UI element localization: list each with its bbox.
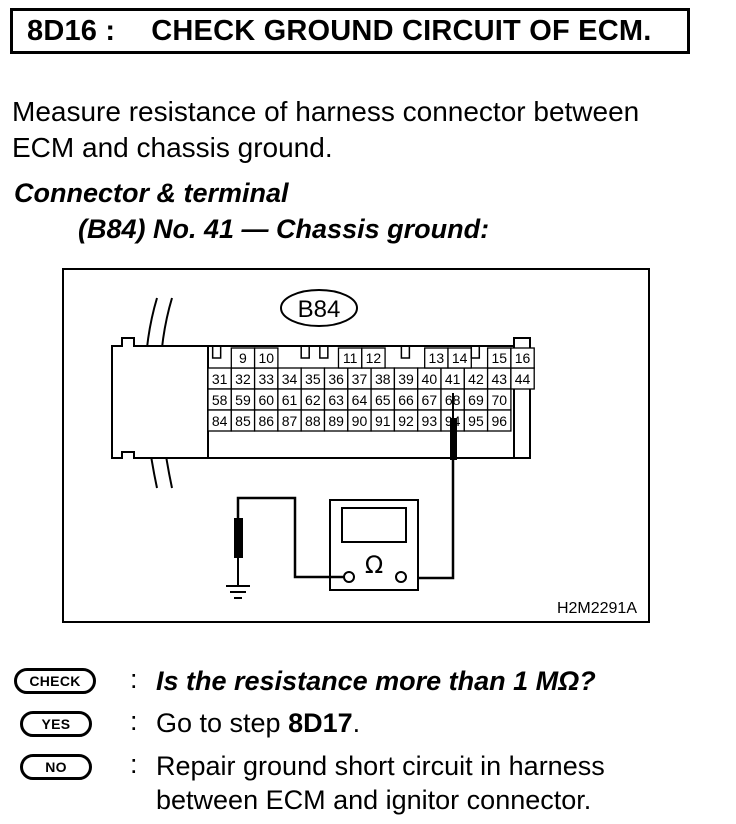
pin-61: 61 — [282, 392, 298, 408]
pin-87: 87 — [282, 413, 298, 429]
ohmmeter-display — [341, 507, 407, 543]
pin-92: 92 — [398, 413, 414, 429]
pin-42: 42 — [468, 371, 484, 387]
meter-terminal-right — [395, 571, 407, 583]
wiring-diagram: B84 31 32 33 34 35 36 37 38 39 40 41 42 43 44 58 59 60 61… — [62, 268, 650, 623]
pin-84: 84 — [212, 413, 228, 429]
pin-88: 88 — [305, 413, 321, 429]
no-line-2: between ECM and ignitor connector. — [156, 785, 592, 815]
check-question: Is the resistance more than 1 MΩ? — [156, 666, 596, 696]
pin-91: 91 — [375, 413, 391, 429]
pin-59: 59 — [235, 392, 251, 408]
pin-64: 64 — [352, 392, 368, 408]
pin-96-cell — [486, 409, 512, 432]
pin-16-cell — [510, 347, 535, 369]
pin-37: 37 — [352, 371, 368, 387]
pin-86: 86 — [258, 413, 274, 429]
connector-detail: (B84) No. 41 — Chassis ground: — [78, 214, 490, 244]
pin-38: 38 — [375, 371, 391, 387]
pin-12-cell — [361, 347, 386, 369]
pin-36: 36 — [328, 371, 344, 387]
connector-heading: Connector & terminal — [14, 178, 289, 208]
pin-62: 62 — [305, 392, 321, 408]
pin-93: 93 — [422, 413, 438, 429]
pin-90: 90 — [352, 413, 368, 429]
pin-85: 85 — [235, 413, 251, 429]
pin-34: 34 — [282, 371, 298, 387]
pin-96: 96 — [491, 413, 507, 429]
step-header: 8D16 : CHECK GROUND CIRCUIT OF ECM. — [10, 8, 690, 54]
pin-67: 67 — [422, 392, 438, 408]
pin-40: 40 — [422, 371, 438, 387]
pin-60: 60 — [258, 392, 274, 408]
lead-ground — [236, 496, 344, 579]
no-colon: : — [130, 749, 138, 779]
pin-95: 95 — [468, 413, 484, 429]
yes-badge: YES — [20, 711, 92, 737]
pin-9: 9 — [239, 350, 247, 366]
instruction-line-1: Measure resistance of harness connector … — [12, 96, 640, 127]
pin-66: 66 — [398, 392, 414, 408]
connector-notch — [319, 346, 329, 359]
pin-69: 69 — [468, 392, 484, 408]
connector-notch — [211, 346, 222, 359]
connector-label-ellipse — [280, 289, 358, 327]
connector-shell — [111, 337, 209, 459]
pin-70: 70 — [491, 392, 507, 408]
check-colon: : — [130, 664, 138, 694]
pin-15: 15 — [491, 350, 507, 366]
figure-code: H2M2291A — [557, 600, 637, 617]
check-badge: CHECK — [14, 668, 96, 694]
check-row: CHECK — [14, 668, 96, 694]
pin-63: 63 — [328, 392, 344, 408]
pin-grid: 31 32 33 34 35 36 37 38 39 40 41 42 43 44 58 59 60 61 62 63… — [207, 346, 535, 432]
ground-probe — [234, 518, 243, 558]
yes-answer: Go to step 8D17. — [156, 706, 716, 740]
pin-43: 43 — [491, 371, 507, 387]
pin-35: 35 — [305, 371, 321, 387]
pin-16: 16 — [515, 350, 531, 366]
instruction-text: Measure resistance of harness connector … — [12, 94, 722, 166]
lead-red — [406, 460, 455, 580]
yes-suffix: . — [352, 708, 361, 738]
pin-39: 39 — [398, 371, 414, 387]
ohm-symbol: Ω — [365, 551, 383, 579]
connector-notch — [470, 346, 481, 359]
yes-colon: : — [130, 706, 138, 736]
no-badge: NO — [20, 754, 92, 780]
pin-11: 11 — [343, 350, 358, 366]
pin-44: 44 — [515, 371, 531, 387]
pin-12: 12 — [366, 350, 382, 366]
connector-notch — [400, 346, 411, 359]
pin-14: 14 — [452, 350, 468, 366]
no-row: NO — [20, 754, 92, 780]
pin-32: 32 — [235, 371, 251, 387]
yes-step-link[interactable]: 8D17 — [288, 708, 353, 738]
meter-terminal-left — [343, 571, 355, 583]
pin-58: 58 — [212, 392, 228, 408]
step-title: CHECK GROUND CIRCUIT OF ECM. — [151, 14, 652, 47]
pin-10-cell — [253, 347, 279, 369]
step-number: 8D16 : — [27, 14, 116, 47]
pin-33: 33 — [258, 371, 274, 387]
pin-10: 10 — [258, 350, 274, 366]
pin-31: 31 — [212, 371, 228, 387]
instruction-line-2: ECM and chassis ground. — [12, 132, 333, 163]
yes-prefix: Go to step — [156, 708, 289, 738]
connector-notch — [300, 346, 310, 359]
connector-label: B84 — [298, 296, 341, 323]
pin-89: 89 — [328, 413, 344, 429]
no-answer: Repair ground short circuit in harness b… — [156, 749, 716, 817]
yes-row: YES — [20, 711, 92, 737]
tester-probe-pin41 — [450, 418, 457, 460]
pin-65: 65 — [375, 392, 391, 408]
no-line-1: Repair ground short circuit in harness — [156, 751, 605, 781]
pin-41: 41 — [445, 371, 461, 387]
pin-13: 13 — [429, 350, 445, 366]
